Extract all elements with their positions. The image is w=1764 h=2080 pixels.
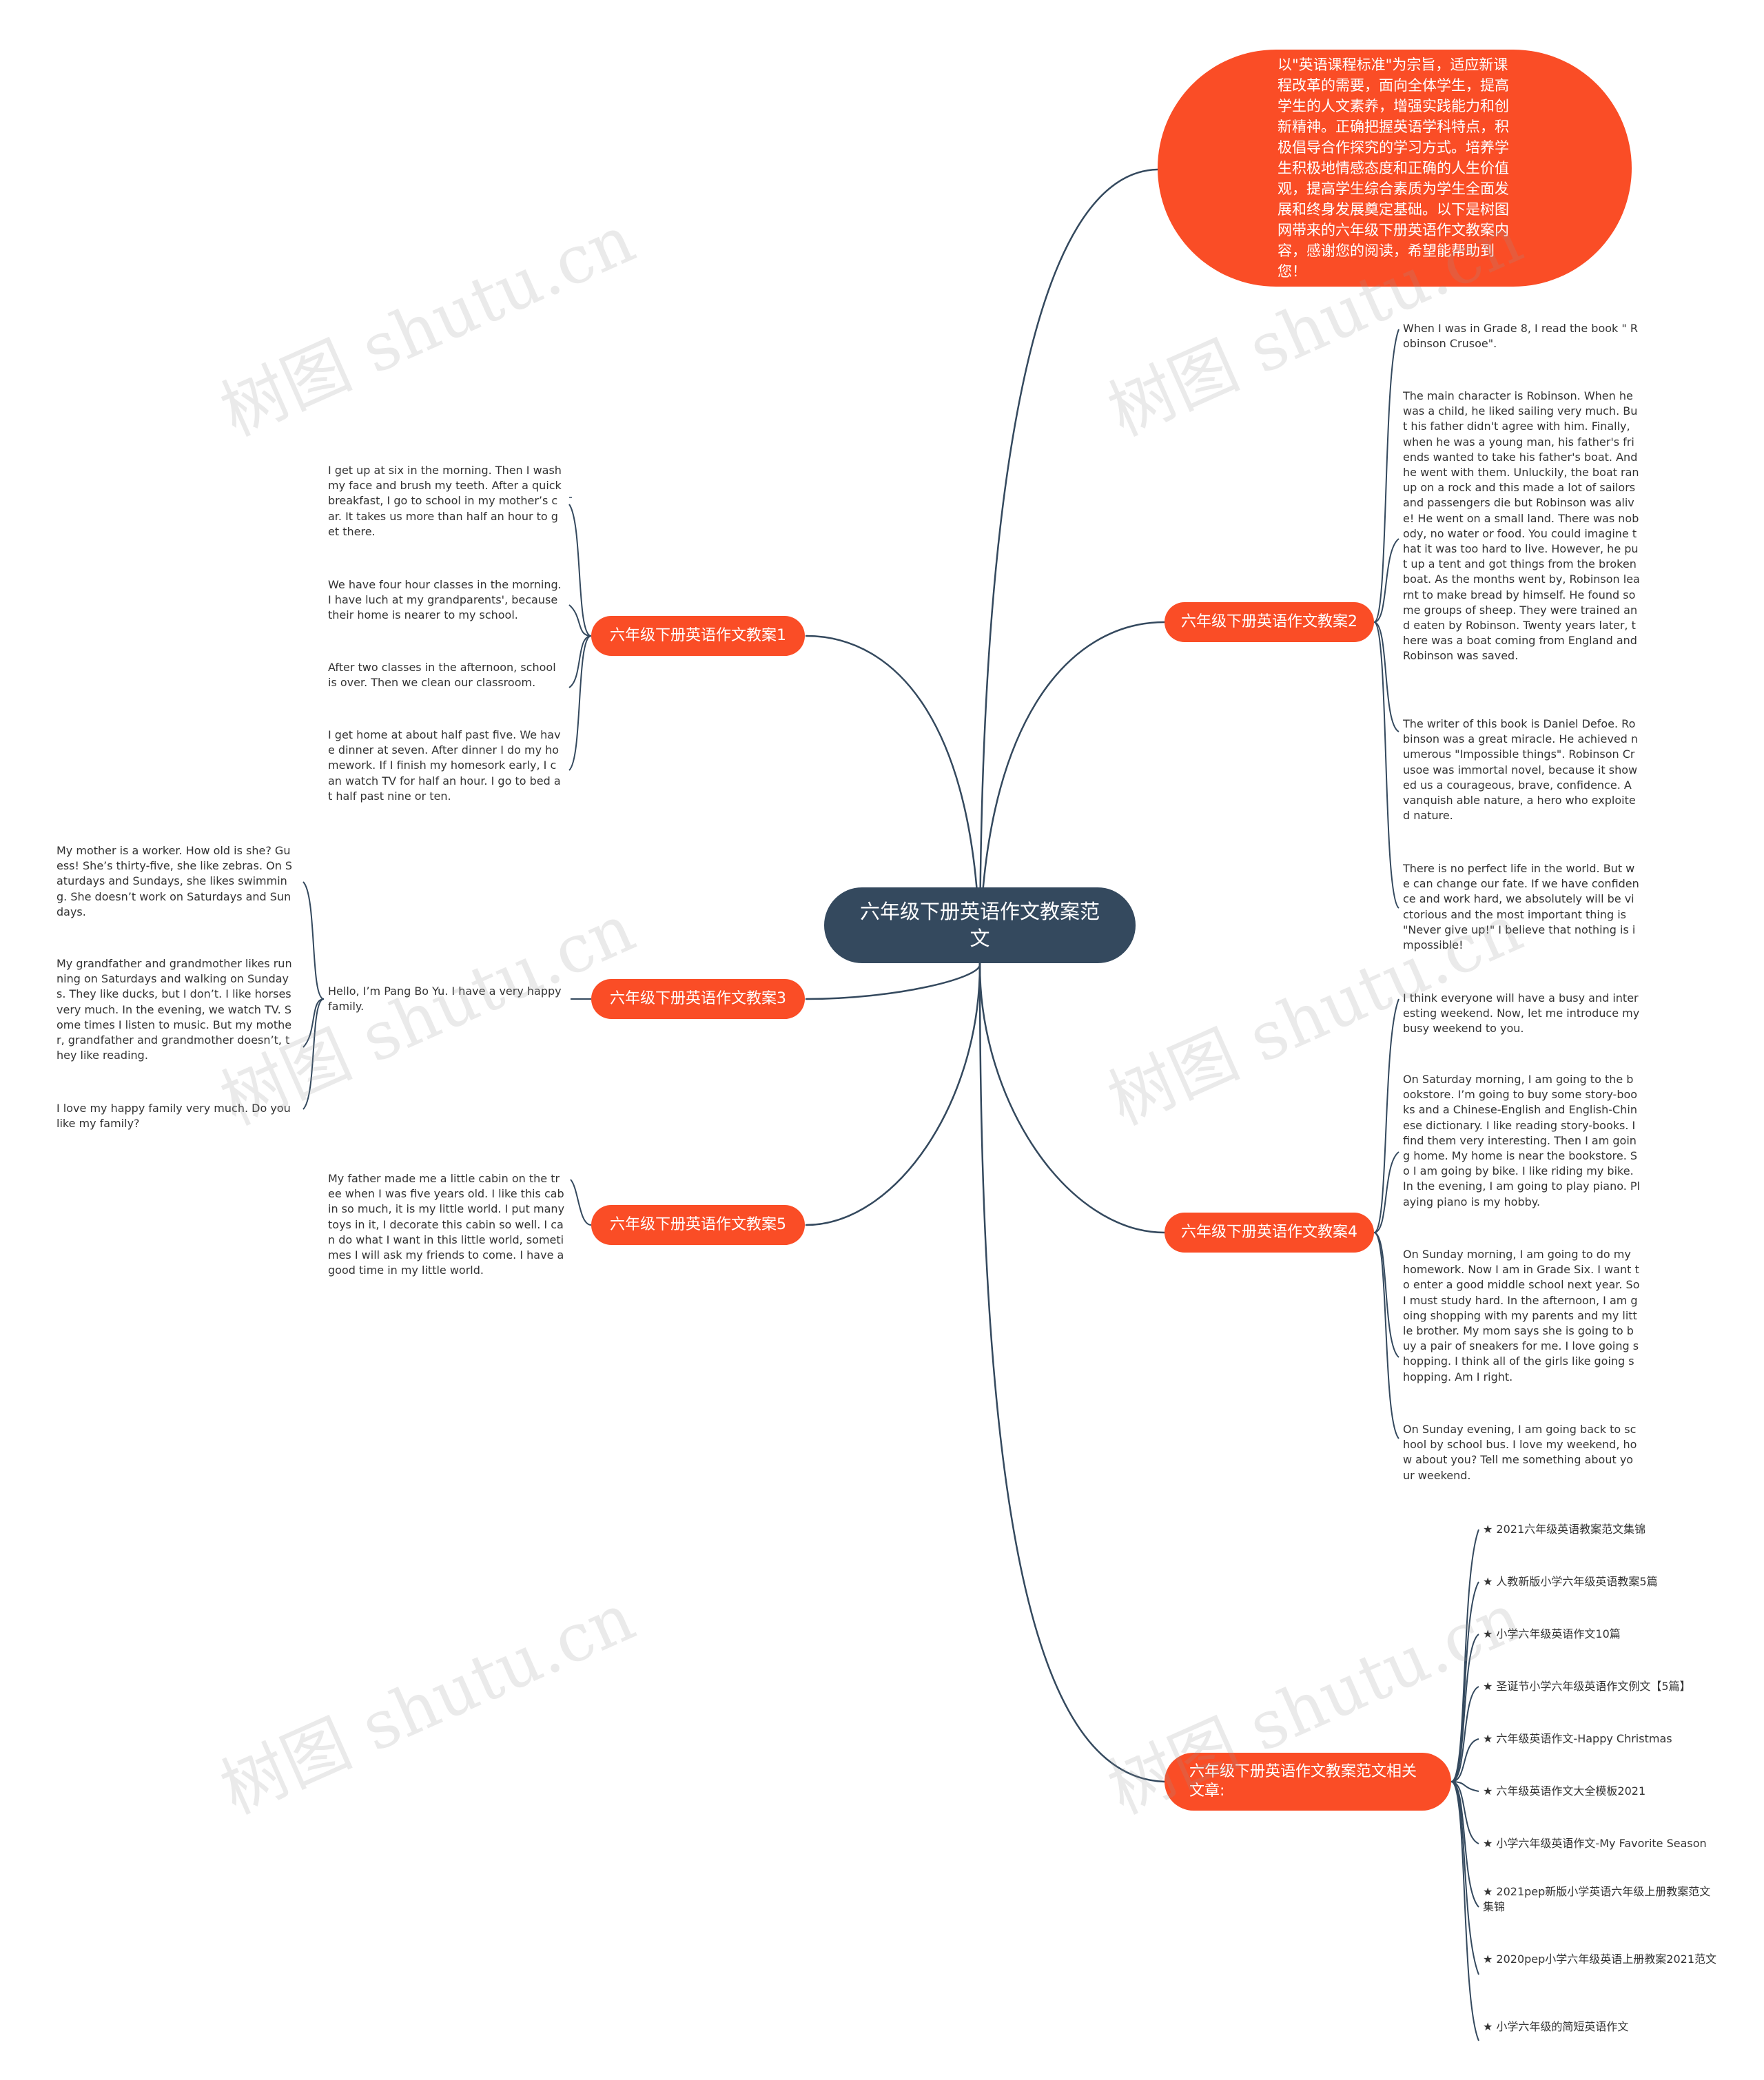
branch-lesson-5-label: 六年级下册英语作文教案5	[610, 1216, 786, 1233]
lesson-2-leaf-1: When I was in Grade 8, I read the book "…	[1403, 322, 1638, 351]
lesson-4-leaf-4: On Sunday evening, I am going back to sc…	[1403, 1423, 1637, 1482]
root-label: 六年级下册英语作文教案范文	[859, 900, 1100, 950]
related-link-8[interactable]: ★ 2021pep新版小学英语六年级上册教案范文集锦	[1483, 1885, 1711, 1913]
lesson-1-leaf-2: We have four hour classes in the morning…	[328, 578, 562, 622]
lesson-1-leaf-3: After two classes in the afternoon, scho…	[328, 661, 556, 690]
lesson-2-leaf-4: There is no perfect life in the world. B…	[1403, 862, 1639, 952]
lesson-2-leaf-3: The writer of this book is Daniel Defoe.…	[1403, 717, 1639, 823]
intro-text: 以"英语课程标准"为宗旨，适应新课程改革的需要，面向全体学生，提高学生的人文素养…	[1278, 56, 1509, 280]
lesson-1-leaf-4: I get home at about half past five. We h…	[328, 728, 561, 803]
lesson-4-leaf-1: I think everyone will have a busy and in…	[1403, 991, 1640, 1036]
related-link-3[interactable]: ★ 小学六年级英语作文10篇	[1483, 1627, 1621, 1640]
lesson-4-leaf-3: On Sunday morning, I am going to do my h…	[1403, 1248, 1640, 1383]
lesson-1-leaf-1: I get up at six in the morning. Then I w…	[328, 464, 562, 538]
branch-lesson-5[interactable]: 六年级下册英语作文教案5	[591, 1205, 805, 1245]
branch-lesson-1[interactable]: 六年级下册英语作文教案1	[591, 616, 805, 656]
related-link-9[interactable]: ★ 2020pep小学六年级英语上册教案2021范文	[1483, 1953, 1717, 1966]
related-link-1[interactable]: ★ 2021六年级英语教案范文集锦	[1483, 1523, 1646, 1536]
branch-lesson-2[interactable]: 六年级下册英语作文教案2	[1165, 602, 1374, 642]
branch-lesson-1-label: 六年级下册英语作文教案1	[610, 627, 786, 644]
related-link-4[interactable]: ★ 圣诞节小学六年级英语作文例文【5篇】	[1483, 1680, 1691, 1693]
related-link-2[interactable]: ★ 人教新版小学六年级英语教案5篇	[1483, 1575, 1658, 1588]
lesson-3-subleaf-3: I love my happy family very much. Do you…	[57, 1102, 291, 1131]
branch-lesson-3-label: 六年级下册英语作文教案3	[610, 990, 786, 1007]
branch-lesson-2-label: 六年级下册英语作文教案2	[1181, 613, 1357, 630]
branch-lesson-4-label: 六年级下册英语作文教案4	[1181, 1224, 1357, 1241]
lesson-3-subleaf-2: My grandfather and grandmother likes run…	[57, 957, 292, 1062]
intro-node[interactable]: 以"英语课程标准"为宗旨，适应新课程改革的需要，面向全体学生，提高学生的人文素养…	[1158, 50, 1632, 287]
related-link-6[interactable]: ★ 六年级英语作文大全模板2021	[1483, 1784, 1646, 1798]
lesson-3-hello-leaf: Hello, I’m Pang Bo Yu. I have a very hap…	[328, 985, 562, 1013]
lesson-3-subleaf-1: My mother is a worker. How old is she? G…	[57, 844, 293, 918]
root-node[interactable]: 六年级下册英语作文教案范文	[824, 887, 1136, 963]
lesson-4-leaf-2: On Saturday morning, I am going to the b…	[1403, 1073, 1640, 1208]
lesson-5-leaf-1: My father made me a little cabin on the …	[328, 1172, 565, 1277]
branch-related-articles[interactable]: 六年级下册英语作文教案范文相关文章:	[1165, 1753, 1451, 1811]
related-link-7[interactable]: ★ 小学六年级英语作文-My Favorite Season	[1483, 1837, 1707, 1850]
related-link-5[interactable]: ★ 六年级英语作文-Happy Christmas	[1483, 1732, 1672, 1745]
branch-related-label: 六年级下册英语作文教案范文相关文章:	[1189, 1763, 1417, 1800]
related-link-10[interactable]: ★ 小学六年级的简短英语作文	[1483, 2020, 1629, 2033]
branch-lesson-4[interactable]: 六年级下册英语作文教案4	[1165, 1213, 1374, 1253]
branch-lesson-3[interactable]: 六年级下册英语作文教案3	[591, 979, 805, 1019]
lesson-2-leaf-2: The main character is Robinson. When he …	[1403, 389, 1640, 663]
